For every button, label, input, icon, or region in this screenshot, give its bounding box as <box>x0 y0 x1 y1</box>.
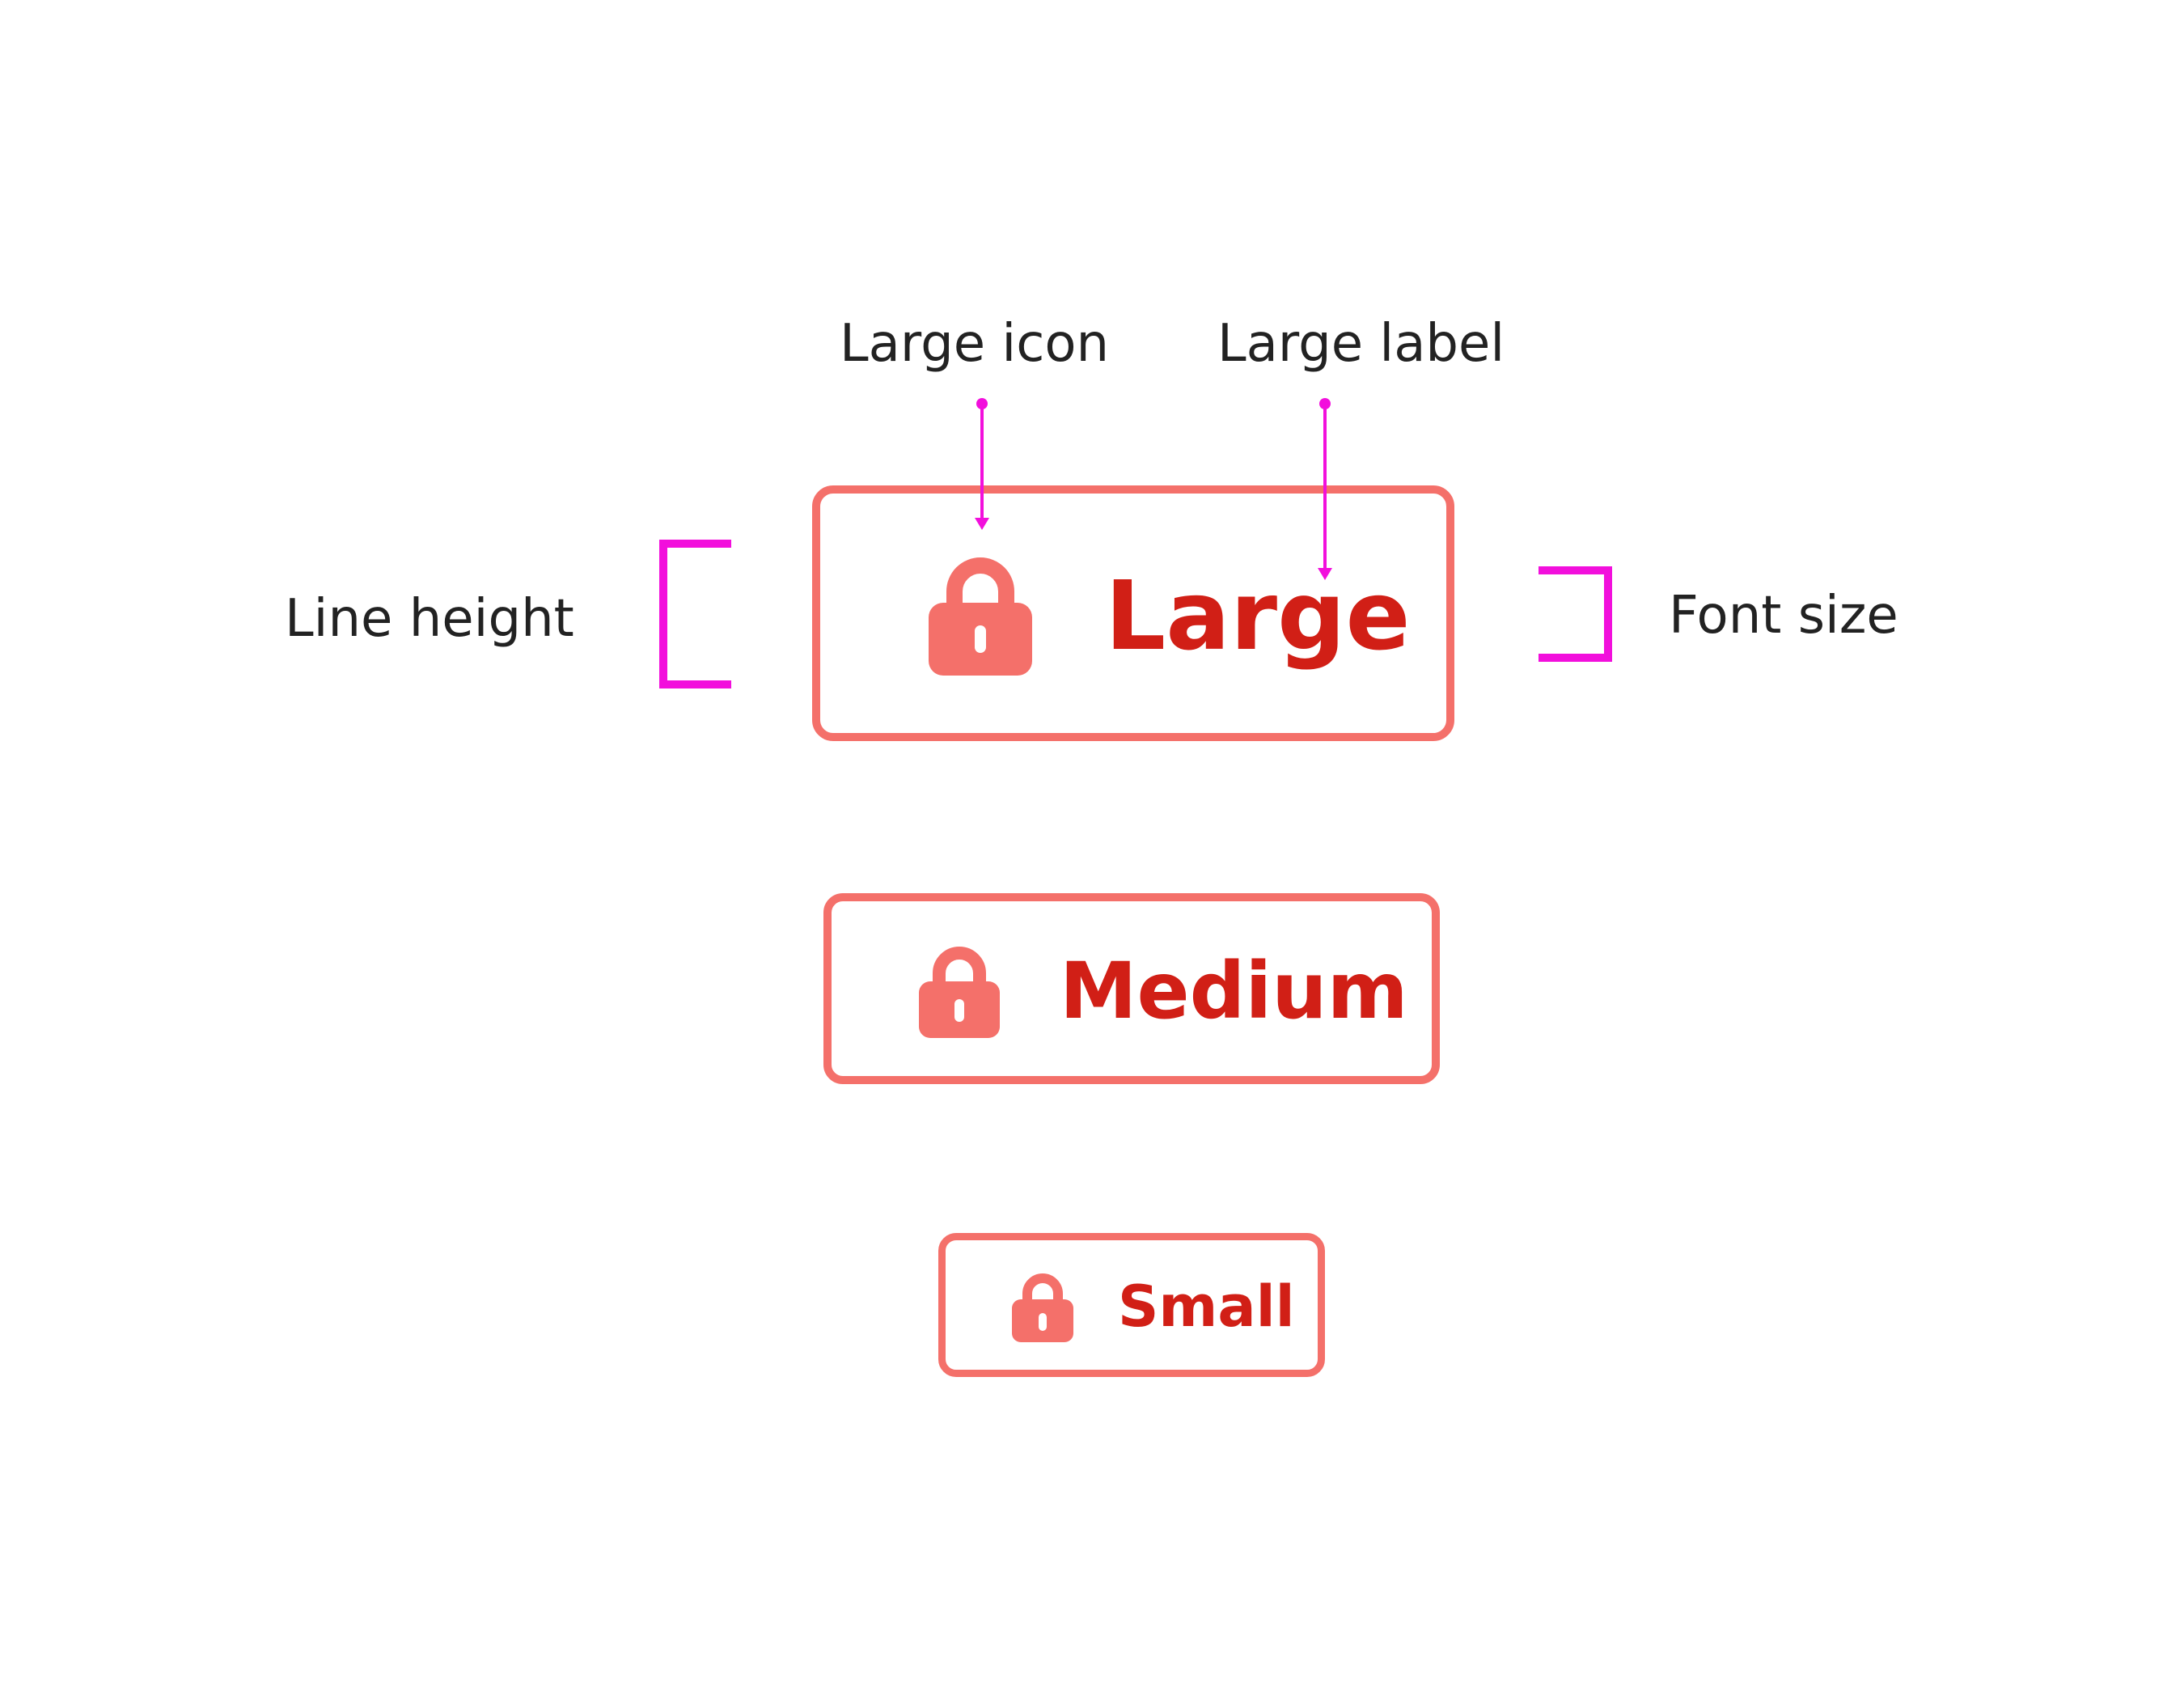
small-button-label: Small <box>1118 1273 1295 1340</box>
large-button[interactable] <box>812 485 1454 741</box>
line-height-annotation: Line height <box>285 589 574 649</box>
large-label-pointer-arrowhead <box>1318 568 1332 580</box>
large-button-label: Large <box>1105 560 1411 672</box>
large-label-annotation: Large label <box>1217 314 1505 374</box>
font-size-annotation: Font size <box>1669 586 1898 646</box>
line-height-bracket <box>659 540 731 688</box>
large-icon-annotation: Large icon <box>840 314 1110 374</box>
font-size-bracket <box>1539 566 1612 662</box>
medium-button-label: Medium <box>1060 946 1408 1036</box>
small-button[interactable] <box>938 1233 1325 1377</box>
large-icon-pointer-arrowhead <box>975 518 989 530</box>
lock-icon <box>1012 1273 1073 1342</box>
lock-icon <box>929 557 1032 676</box>
lock-icon <box>919 947 1000 1038</box>
